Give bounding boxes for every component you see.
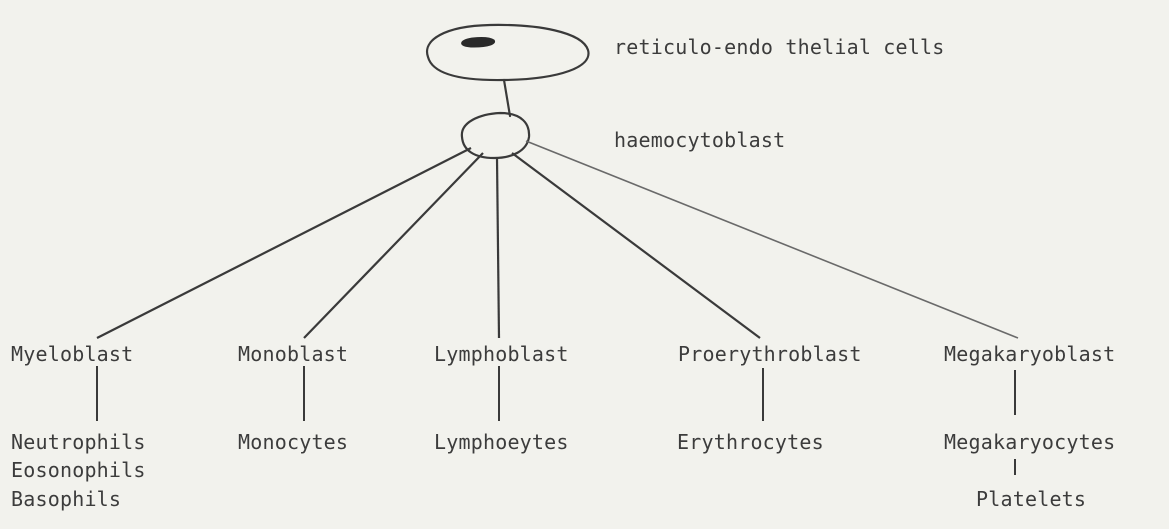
monocytes-label: Monocytes — [238, 428, 348, 456]
basophils-label: Basophils — [11, 485, 121, 513]
platelets-label: Platelets — [976, 485, 1086, 513]
haemocytoblast-label: haemocytoblast — [614, 126, 785, 154]
proerythroblast-label: Proerythroblast — [678, 340, 862, 368]
branch-line-monoblast — [304, 153, 483, 338]
branch-line-proerythroblast — [512, 153, 760, 338]
branch-line-megakaryoblast — [526, 141, 1018, 338]
reticulo-endothelial-cell-nucleus — [462, 38, 495, 47]
erythrocytes-label: Erythrocytes — [677, 428, 824, 456]
megakaryoblast-label: Megakaryoblast — [944, 340, 1115, 368]
branch-line-lymphoblast — [497, 158, 499, 338]
megakaryocytes-label: Megakaryocytes — [944, 428, 1115, 456]
lymphoblast-label: Lymphoblast — [434, 340, 569, 368]
reticulo-endothelial-cell-outline — [427, 25, 588, 80]
branch-line-myeloblast — [97, 148, 471, 338]
connector-reticulo-to-haemocytoblast — [504, 80, 510, 116]
monoblast-label: Monoblast — [238, 340, 348, 368]
neutrophils-label: Neutrophils — [11, 428, 146, 456]
reticulo-endothelial-cells-label: reticulo-endo thelial cells — [614, 33, 945, 61]
haemocytoblast-cell-outline — [462, 113, 529, 158]
eosonophils-label: Eosonophils — [11, 456, 146, 484]
lymphocytes-label: Lymphoeytes — [434, 428, 569, 456]
myeloblast-label: Myeloblast — [11, 340, 133, 368]
